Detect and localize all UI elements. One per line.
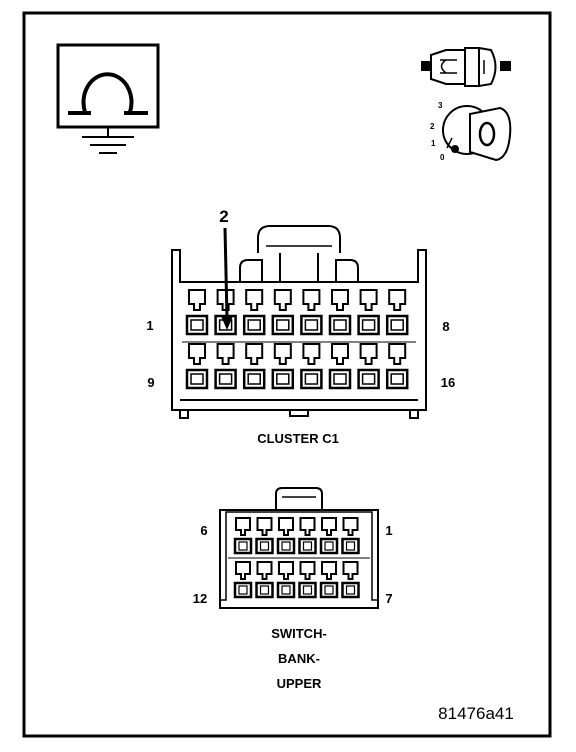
cluster-cavity-1 [185, 289, 209, 336]
cluster-cavity-5 [300, 289, 323, 336]
cluster-c1-connector [171, 225, 427, 419]
figure-border [22, 11, 552, 738]
cluster-pin-label-16: 16 [441, 375, 455, 390]
switch-cavity-11 [319, 561, 339, 599]
cluster-cavity-4 [271, 289, 295, 336]
figure-id: 81476a41 [438, 704, 514, 723]
ignition-position-3: 3 [438, 101, 443, 110]
cluster-cavity-16 [385, 343, 409, 390]
cluster-cavity-9 [185, 343, 209, 390]
ignition-position-2: 2 [430, 122, 435, 131]
switch-cavity-10 [298, 561, 317, 599]
cluster-cavity-3 [242, 289, 266, 336]
callout-pin-number: 2 [219, 207, 228, 226]
switch-cavity-5 [319, 517, 339, 555]
switch-cavity-6 [341, 517, 360, 555]
cluster-pin-label-9: 9 [147, 375, 154, 390]
switch-pin-label-12: 12 [193, 591, 207, 606]
cluster-cavity-11 [242, 343, 266, 390]
switch-pin-label-1: 1 [385, 523, 392, 538]
cluster-cavity-7 [357, 289, 380, 336]
ohm-meter-ground-icon [56, 43, 160, 154]
cluster-cavity-13 [300, 343, 323, 390]
ignition-position-0: 0 [440, 153, 445, 162]
switch-cavity-2 [255, 517, 274, 555]
cluster-connector-title: CLUSTER C1 [257, 431, 339, 446]
cluster-cavity-8 [385, 289, 409, 336]
cluster-pin-label-1: 1 [146, 318, 153, 333]
switch-cavity-7 [233, 561, 253, 599]
cluster-cavity-10 [214, 343, 237, 390]
switch-pin-label-6: 6 [200, 523, 207, 538]
switch-cavity-9 [276, 561, 296, 599]
cluster-cavity-15 [357, 343, 380, 390]
cluster-pin-label-8: 8 [442, 319, 449, 334]
switch-cavity-3 [276, 517, 296, 555]
switch-pin-label-7: 7 [385, 591, 392, 606]
switch-cavity-1 [233, 517, 253, 555]
callout-leader-line [223, 227, 229, 319]
cluster-cavity-6 [328, 289, 352, 336]
switch-cavity-8 [255, 561, 274, 599]
connector-plug-icon [421, 46, 511, 88]
cluster-cavity-14 [328, 343, 352, 390]
switch-cavity-4 [298, 517, 317, 555]
switch-bank-title-line1: SWITCH- [271, 626, 327, 641]
cluster-cavity-12 [271, 343, 295, 390]
callout-arrow-head [221, 316, 233, 330]
switch-bank-title-line2: BANK- [278, 651, 320, 666]
switch-bank-upper-connector [219, 487, 379, 609]
ignition-key-icon: 3 2 1 0 [430, 101, 512, 162]
switch-bank-title-line3: UPPER [277, 676, 322, 691]
switch-cavity-12 [341, 561, 360, 599]
ignition-position-1: 1 [431, 139, 436, 148]
